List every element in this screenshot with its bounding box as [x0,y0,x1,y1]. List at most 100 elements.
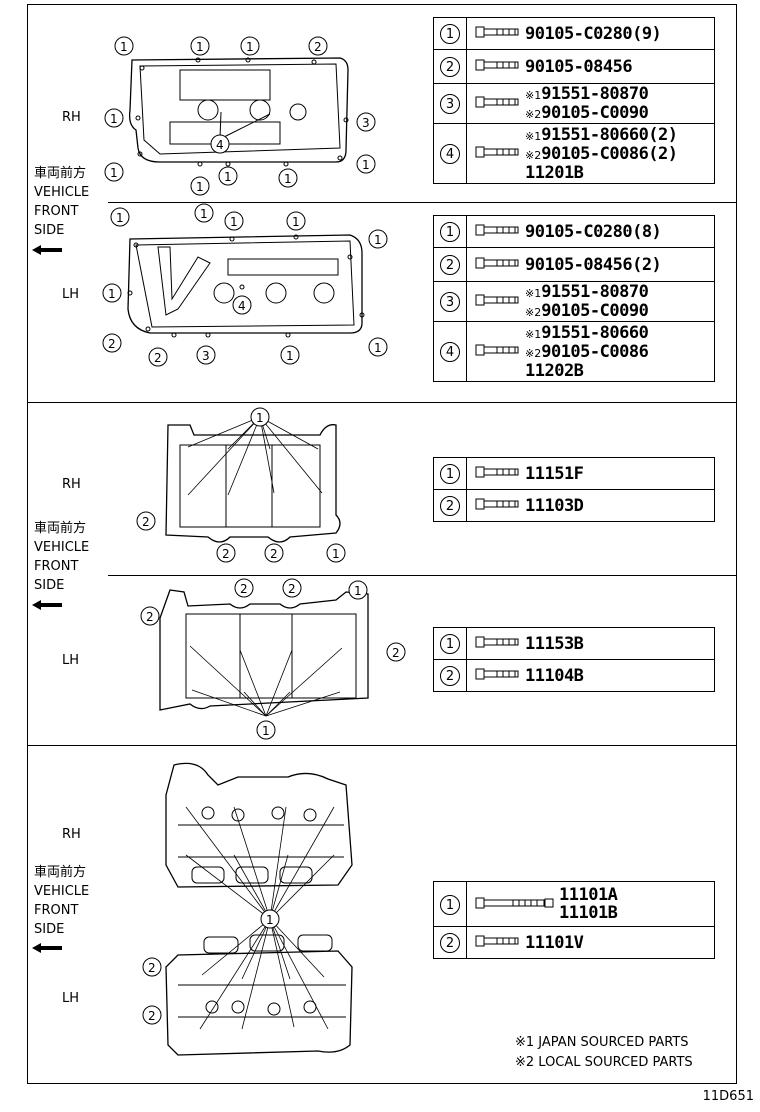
callout-number: 1 [284,172,292,186]
bolt-table-row: 2 90105-08456(2) [433,247,715,282]
vehicle-front-en-3: SIDE [34,223,65,238]
part-number: 11104B [525,665,584,686]
callout-number: 1 [108,287,116,301]
part-number: 91551-80870 [541,83,649,104]
callout-number: 2 [142,515,150,529]
source-mark: ※1 [525,129,542,143]
lh-bearing-cap-diagram: 2 2 1 2 2 1 [140,578,406,740]
item-number-circle: 3 [440,94,460,114]
front-arrow-icon [32,245,62,255]
part-number-cell: 90105-08456 [466,49,715,84]
part-number-cell: ※191551-80660(2)※290105-C0086(2)11201B [466,123,715,184]
part-number-cell: 11101V [466,926,715,959]
divider-rh-lh-1 [108,202,737,203]
item-number-cell: 3 [433,83,467,124]
callout-number: 2 [392,646,400,660]
bolt-table-row: 1 11151F [433,457,715,490]
callout-number: 1 [246,40,254,54]
item-number-cell: 1 [433,17,467,50]
part-number: 11101V [525,932,584,953]
callout-number: 2 [146,610,154,624]
item-number-cell: 4 [433,321,467,382]
part-number-line: ※290105-C0090 [525,302,649,321]
callout-number: 2 [288,582,296,596]
item-number-circle: 1 [440,464,460,484]
callout-number: 1 [362,158,370,172]
part-number: 90105-08456 [525,56,633,77]
part-number-line: ※191551-80870 [525,83,649,104]
item-number-cell: 2 [433,659,467,692]
vehicle-front-en-2-3: SIDE [34,578,65,593]
part-number-cell: 90105-C0280(9) [466,17,715,50]
source-mark: ※2 [525,346,542,360]
vehicle-front-en-3-3: SIDE [34,922,65,937]
item-number-circle: 1 [440,894,460,915]
source-mark: ※1 [525,88,542,102]
source-mark: ※1 [525,286,542,300]
item-number-cell: 2 [433,49,467,84]
item-number-circle: 2 [440,933,460,953]
item-number-circle: 2 [440,666,460,686]
part-number: 91551-80660(2) [541,124,678,145]
divider-section-2 [27,745,737,746]
callout-number: 1 [354,584,362,598]
part-number-cell: 11104B [466,659,715,692]
item-number-cell: 2 [433,926,467,959]
callout-number: 1 [374,341,382,355]
source-mark: ※2 [525,107,542,121]
part-number: 11151F [525,463,584,484]
diagram-code: 11D651 [702,1089,754,1104]
part-number: 11202B [525,360,584,381]
part-number: 90105-C0086(2) [541,143,678,164]
part-number-line: 11151F [525,463,584,484]
callout-number: 2 [222,547,230,561]
bolt-icon [475,255,521,274]
part-number-line: 11101A [559,885,618,905]
part-number-cell: 90105-08456(2) [466,247,715,282]
source-mark: ※2 [525,305,542,319]
part-number: 91551-80870 [541,281,649,302]
rh-label-3: RH [62,827,81,842]
rh-label-2: RH [62,477,81,492]
source-mark: ※1 [525,327,542,341]
callout-number: 2 [270,547,278,561]
part-number: 11101A [559,885,618,905]
callout-number: 4 [216,138,224,152]
item-number-circle: 2 [440,255,460,275]
head-callouts: 1 2 2 [142,909,280,1025]
callout-number: 2 [240,582,248,596]
footnotes: ※1 JAPAN SOURCED PARTS ※2 LOCAL SOURCED … [515,1033,693,1073]
divider-rh-lh-2 [108,575,737,576]
callout-number: 1 [374,233,382,247]
part-number: 90105-C0090 [541,102,649,123]
part-number-line: ※191551-80870 [525,281,649,302]
part-number-line: ※191551-80660(2) [525,126,678,145]
front-arrow-icon-2 [32,600,62,610]
bolt-table-row: 3 ※191551-80870 ※290105-C0090 [433,83,715,124]
callout-number: 1 [332,547,340,561]
rh-head-cover-diagram: 1 1 1 2 1 3 4 1 1 1 1 1 [104,36,376,196]
rh-cap-callouts: 1 2 2 2 1 [136,407,346,563]
callout-number: 3 [362,116,370,130]
divider-section-1 [27,402,737,403]
lh-label-2: LH [62,653,80,668]
part-number: 90105-08456(2) [525,254,662,275]
footnote-japan: ※1 JAPAN SOURCED PARTS [515,1035,689,1050]
vehicle-front-en-2-1: VEHICLE [34,540,90,555]
part-number-cell: ※191551-80870※290105-C0090 [466,281,715,322]
bolt-icon [475,144,521,163]
callout-number: 1 [110,112,118,126]
part-number-line: ※290105-C0086(2) [525,145,678,164]
callout-number: 2 [154,351,162,365]
part-number-line: 11104B [525,665,584,686]
vehicle-front-jp-3: 車両前方 [34,865,87,880]
item-number-cell: 2 [433,489,467,522]
part-number-line: 90105-08456 [525,56,633,77]
callout-number: 1 [200,207,208,221]
item-number-cell: 1 [433,215,467,248]
